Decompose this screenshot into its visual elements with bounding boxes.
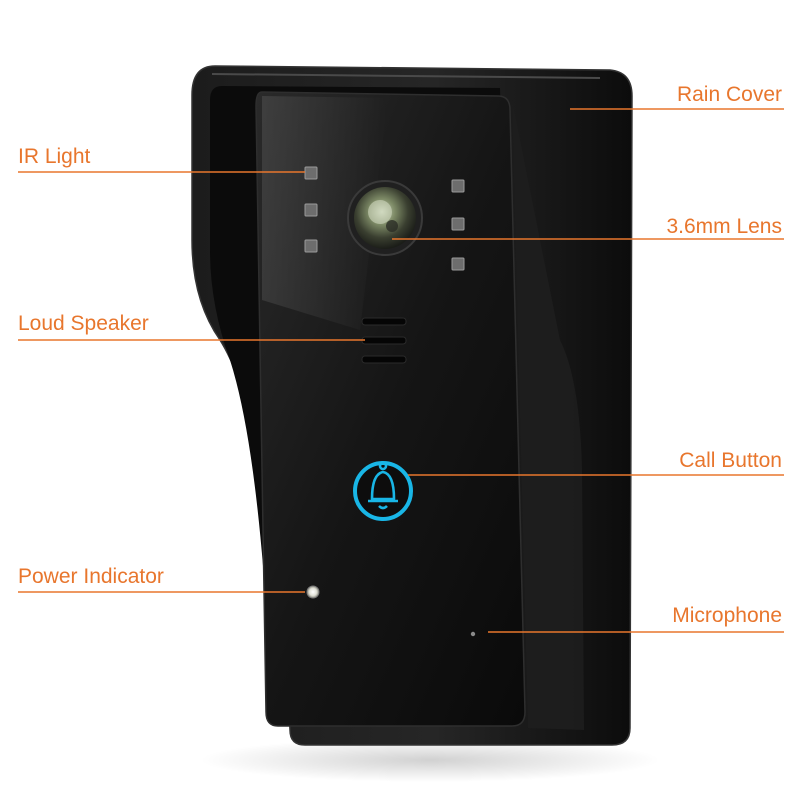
label-lens: 3.6mm Lens [666, 215, 782, 238]
ir-led [451, 179, 465, 193]
microphone-hole [470, 631, 476, 637]
rain-cover-rim [211, 73, 601, 79]
power-indicator-led [306, 585, 320, 599]
cover-side-bevel [512, 100, 584, 730]
label-rain-cover: Rain Cover [676, 83, 782, 106]
label-loud-speaker: Loud Speaker [18, 312, 149, 335]
ir-light-left-column [304, 166, 318, 253]
loud-speaker-grille [361, 317, 407, 364]
bell-icon [368, 461, 398, 510]
ir-light-right-column [451, 179, 465, 271]
ir-led [304, 239, 318, 253]
label-call-button: Call Button [679, 449, 782, 472]
device-shadow [200, 738, 660, 782]
label-ir-light: IR Light [18, 145, 91, 168]
face-gloss [262, 96, 388, 330]
label-power-indicator: Power Indicator [18, 565, 164, 588]
ir-led [304, 166, 318, 180]
ir-led [304, 203, 318, 217]
ir-led [451, 257, 465, 271]
leader-lines [18, 108, 784, 633]
label-microphone: Microphone [672, 604, 782, 627]
ir-led [451, 217, 465, 231]
camera-lens [347, 180, 423, 256]
call-button [353, 461, 413, 521]
